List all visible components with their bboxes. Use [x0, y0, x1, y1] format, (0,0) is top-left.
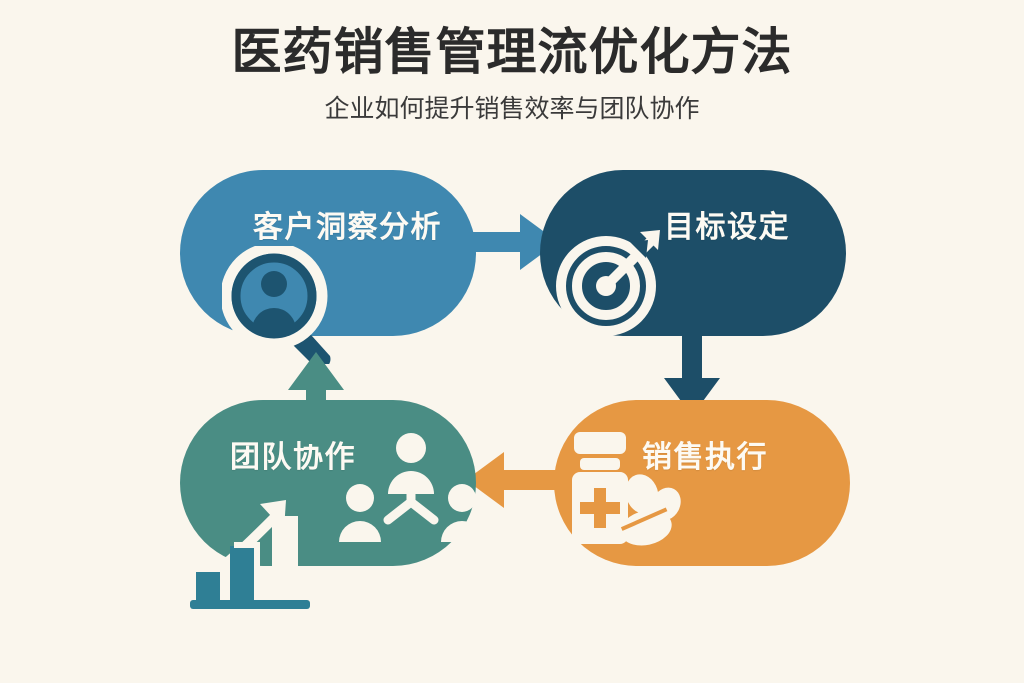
growth-chart-icon: [190, 488, 320, 610]
page-title: 医药销售管理流优化方法: [231, 24, 793, 80]
arrow-team-to-insight: [284, 352, 348, 444]
page-subtitle: 企业如何提升销售效率与团队协作: [324, 95, 700, 123]
medicine-bottle-pills-icon: [566, 432, 688, 550]
node-team-collaboration-label: 团队协作: [230, 441, 356, 474]
node-goal-setting[interactable]: 目标设定: [540, 170, 846, 336]
arrow-sales-to-team: [466, 448, 556, 512]
node-sales-execution-label: 销售执行: [642, 441, 768, 474]
magnifier-person-icon: [220, 242, 346, 370]
node-goal-setting-label: 目标设定: [664, 211, 790, 244]
team-people-icon: [336, 432, 486, 548]
header: 医药销售管理流优化方法 企业如何提升销售效率与团队协作: [0, 24, 1024, 124]
node-customer-insight-label: 客户洞察分析: [253, 211, 442, 244]
arrow-goal-to-sales: [660, 326, 724, 416]
arrow-insight-to-goal: [468, 210, 558, 274]
target-icon: [554, 228, 664, 338]
